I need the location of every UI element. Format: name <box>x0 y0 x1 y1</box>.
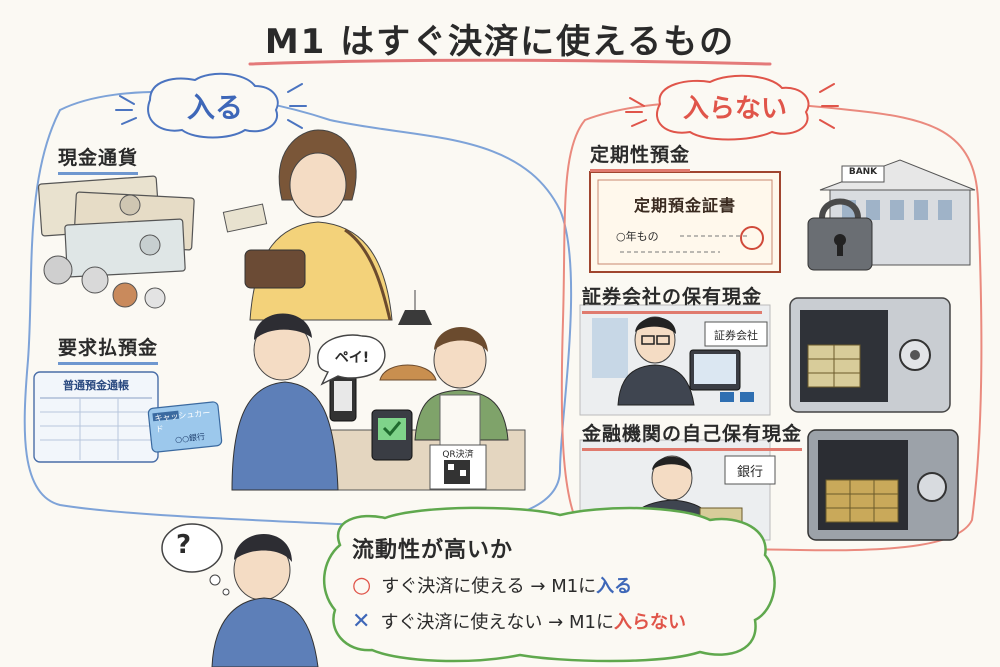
deposit-certificate-illustration <box>589 171 781 273</box>
banknotes-illustration <box>37 175 195 278</box>
circle-mark-icon: ○ <box>352 573 372 598</box>
woman-with-wallet-illustration <box>222 129 393 321</box>
large-safe-with-cash-illustration <box>807 429 959 541</box>
question-thought-bubble <box>161 523 230 596</box>
securities-cash-label: 証券会社の保有現金 <box>582 282 763 314</box>
right-label-bubble <box>625 74 839 141</box>
summary-line1-text: すぐ決済に使える → M1に <box>381 576 597 597</box>
certificate-line: ○年もの <box>616 230 659 243</box>
summary-line-included: ○ すぐ決済に使える → M1に入る <box>352 572 632 598</box>
financial-institution-cash-label: 金融機関の自己保有現金 <box>582 419 803 451</box>
speech-bubble-text: ペイ! <box>334 350 370 366</box>
cash-card-illustration <box>147 401 223 453</box>
cash-currency-label: 現金通貨 <box>58 143 139 175</box>
open-safe-with-cash-illustration <box>789 297 951 413</box>
securities-desk-sign: 証券会社 <box>714 329 758 342</box>
padlock-icon <box>807 198 873 271</box>
certificate-title: 定期預金証書 <box>633 196 736 215</box>
thinking-boy-illustration <box>211 534 319 667</box>
time-deposit-label: 定期性預金 <box>590 140 691 172</box>
question-mark: ? <box>176 530 192 560</box>
coins-illustration <box>43 255 166 309</box>
securities-office-illustration <box>579 304 771 416</box>
title-underline <box>248 58 772 66</box>
bank-desk-sign: 銀行 <box>736 465 763 480</box>
cross-mark-icon: ✕ <box>352 609 371 634</box>
demand-deposit-label: 要求払預金 <box>58 333 159 365</box>
summary-line2-highlight: 入らない <box>613 612 686 633</box>
bank-sign-text: BANK <box>848 167 878 177</box>
summary-line1-highlight: 入る <box>596 576 633 597</box>
qr-sign-text: QR決済 <box>442 450 474 460</box>
summary-title: 流動性が高いか <box>352 538 514 563</box>
summary-line-excluded: ✕ すぐ決済に使えない → M1に入らない <box>352 608 686 634</box>
right-bubble-label: 入らない <box>682 94 787 124</box>
page-title: M1 はすぐ決済に使えるもの <box>264 22 736 62</box>
qr-payment-scene-illustration <box>231 290 526 491</box>
left-bubble-label: 入る <box>186 91 243 124</box>
passbook-title: 普通預金通帳 <box>63 379 129 392</box>
summary-line2-text: すぐ決済に使えない → M1に <box>380 612 614 633</box>
left-label-bubble <box>115 72 307 139</box>
summary-green-cloud <box>322 506 776 663</box>
